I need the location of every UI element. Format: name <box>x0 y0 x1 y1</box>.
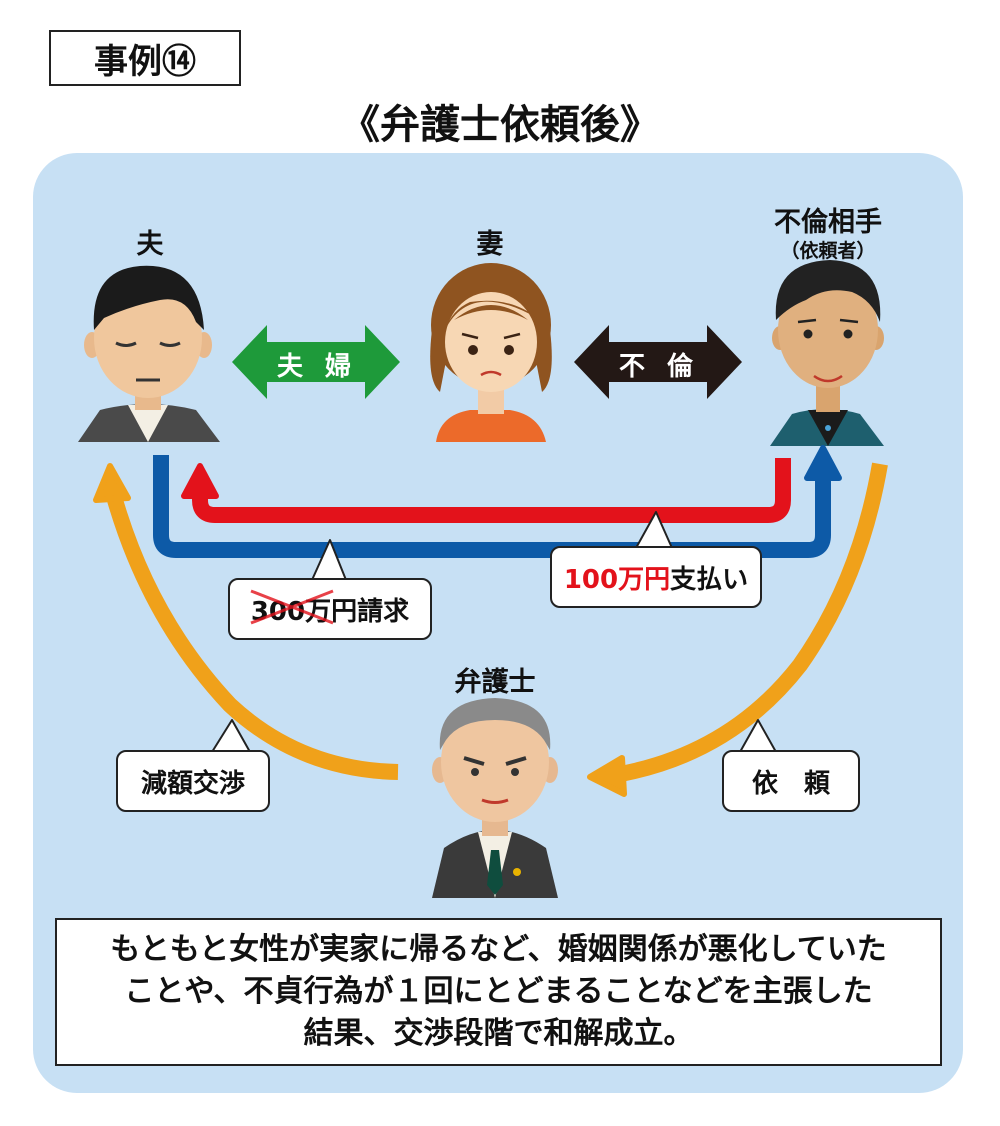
married-arrow <box>232 325 400 399</box>
client-note: （依頼者） <box>780 240 876 262</box>
request-curve <box>613 462 888 783</box>
payment-bubble: 100万円 支払い <box>550 546 762 608</box>
summary-line-1: もともと女性が実家に帰るなど、婚姻関係が悪化していた <box>110 932 887 967</box>
lawyer-label: 弁護士 <box>454 667 536 698</box>
strike-mark <box>250 589 334 624</box>
wife-label: 妻 <box>476 229 504 260</box>
negotiation-curve <box>107 497 399 780</box>
summary-line-2: ことや、不貞行為が１回にとどまることなどを主張した <box>124 974 873 1009</box>
affair-partner-figure <box>770 260 884 446</box>
payment-amount: 100万円 <box>563 564 671 595</box>
claim-bubble: 300万 円請求 <box>228 578 432 640</box>
affair-arrow-label: 不倫 <box>618 352 715 382</box>
negotiation-bubble-tail <box>211 719 251 753</box>
payment-bubble-tail <box>635 511 673 549</box>
request-bubble: 依 頼 <box>722 750 860 812</box>
summary-box: もともと女性が実家に帰るなど、婚姻関係が悪化していた ことや、不貞行為が１回にと… <box>55 918 942 1066</box>
wife-figure <box>430 263 552 442</box>
husband-label: 夫 <box>136 229 164 260</box>
claim-bubble-tail <box>311 539 347 581</box>
claim-arrowhead <box>804 445 842 481</box>
page-title: 《弁護士依頼後》 <box>340 102 660 148</box>
negotiation-bubble: 減額交渉 <box>116 750 270 812</box>
negotiation-arrowhead <box>93 463 131 503</box>
struck-claim-amount: 300万 <box>250 589 334 628</box>
affair-arrow <box>574 325 742 399</box>
claim-text: 円請求 <box>331 596 410 627</box>
payment-text: 支払い <box>670 564 749 595</box>
case-label: 事例⑭ <box>49 30 241 86</box>
request-bubble-tail <box>739 719 777 753</box>
married-arrow-label: 夫婦 <box>276 352 373 382</box>
request-arrowhead <box>587 755 627 797</box>
summary-line-3: 結果、交渉段階で和解成立。 <box>303 1016 694 1051</box>
affair-partner-label: 不倫相手 <box>774 207 882 238</box>
payment-line <box>192 458 791 523</box>
lawyer-figure <box>432 698 558 898</box>
payment-arrowhead <box>181 463 219 499</box>
claim-line <box>153 455 831 558</box>
husband-figure <box>78 265 220 442</box>
